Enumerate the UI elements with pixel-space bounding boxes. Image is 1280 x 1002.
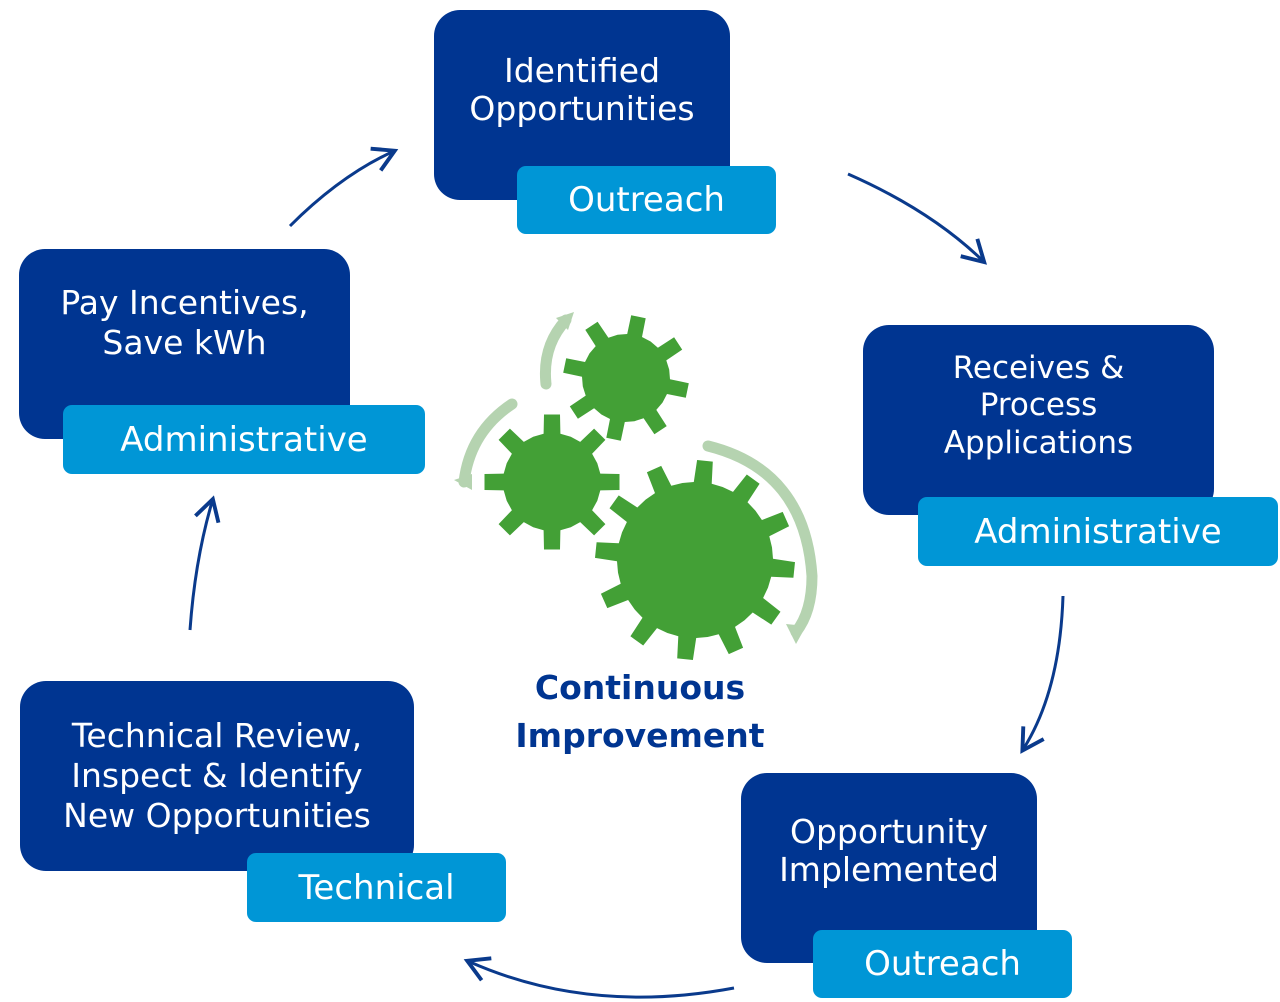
curved-arrow-icon bbox=[847, 172, 987, 265]
gears-icon bbox=[484, 315, 795, 660]
curved-arrow-icon bbox=[188, 495, 221, 631]
step-title: Opportunity Implemented bbox=[779, 811, 999, 889]
step-technical-review: Technical Review, Inspect & Identify New… bbox=[20, 681, 414, 871]
gear-icon bbox=[484, 414, 620, 550]
step-receives-process-applications: Receives & Process Applications bbox=[863, 325, 1214, 515]
curved-arrow-icon bbox=[463, 956, 735, 999]
tag-label: Outreach bbox=[568, 180, 725, 220]
tag-outreach: Outreach bbox=[517, 166, 776, 234]
step-title: Technical Review, Inspect & Identify New… bbox=[63, 715, 371, 836]
step-title: Pay Incentives, Save kWh bbox=[60, 283, 309, 362]
tag-label: Technical bbox=[298, 867, 455, 908]
step-title: Identified Opportunities bbox=[469, 50, 695, 128]
step-title: Receives & Process Applications bbox=[943, 350, 1134, 461]
tag-technical: Technical bbox=[247, 853, 506, 922]
tag-outreach: Outreach bbox=[813, 930, 1072, 998]
tag-label: Outreach bbox=[864, 944, 1021, 984]
tag-administrative: Administrative bbox=[918, 497, 1278, 566]
gear-arrows bbox=[454, 312, 818, 644]
curved-arrow-icon bbox=[288, 146, 399, 228]
gear-icon bbox=[563, 315, 689, 441]
curved-arrow-icon bbox=[1020, 595, 1065, 754]
tag-administrative: Administrative bbox=[63, 405, 425, 474]
tag-label: Administrative bbox=[120, 419, 368, 460]
center-label: Continuous Improvement bbox=[515, 668, 765, 755]
gear-icon bbox=[595, 460, 795, 660]
tag-label: Administrative bbox=[974, 511, 1222, 552]
